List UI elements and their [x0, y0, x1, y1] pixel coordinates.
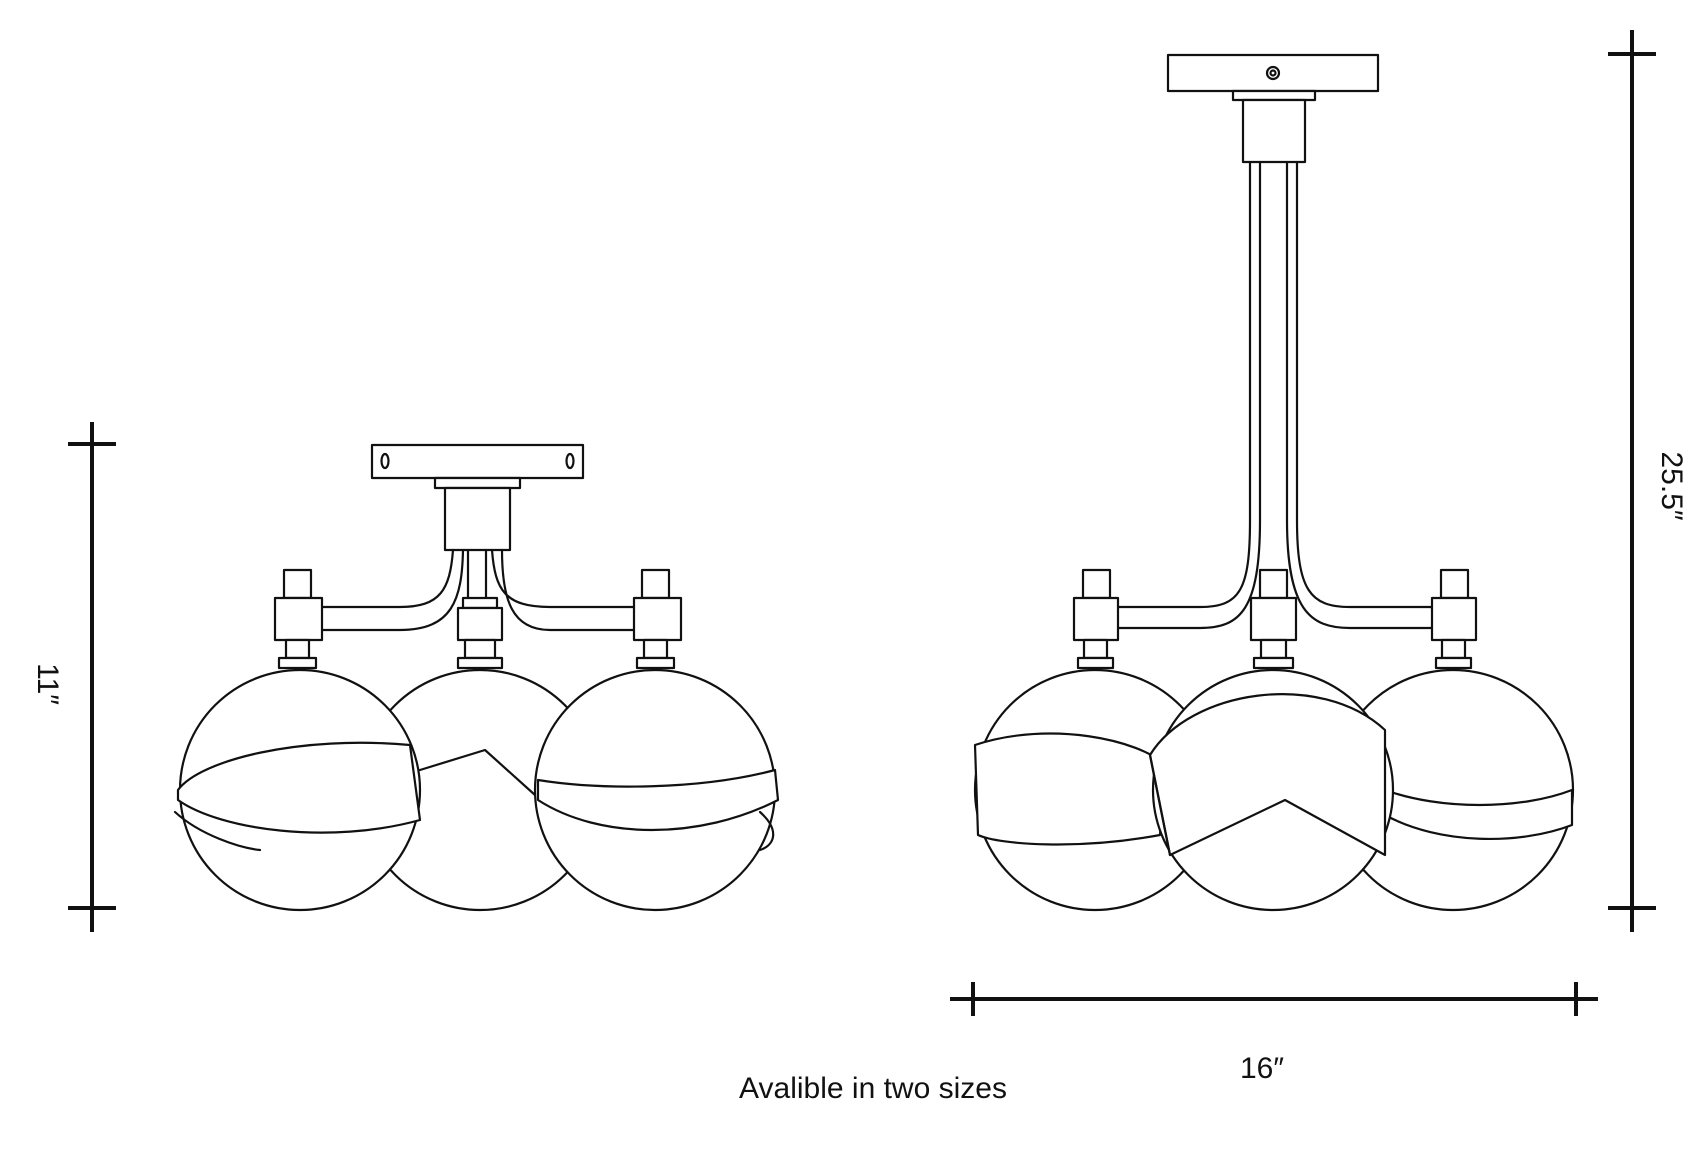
pendant-fixture: 25.5″ 16″ [950, 30, 1688, 1085]
pendant-sockets [1072, 568, 1478, 670]
semi-flush-sockets [273, 568, 683, 670]
pendant-canopy [1166, 53, 1380, 164]
caption: Avalible in two sizes [739, 1072, 1007, 1105]
pendant-width-label: 16″ [1240, 1052, 1284, 1085]
semi-flush-height-dimension [68, 422, 116, 932]
pendant-stem [1248, 160, 1299, 522]
pendant-height-dimension [1608, 30, 1656, 932]
pendant-height-label: 25.5″ [1655, 451, 1688, 520]
pendant-width-dimension [950, 982, 1598, 1016]
semi-flush-globes [173, 668, 780, 912]
semi-flush-fixture: 11″ [31, 422, 780, 932]
pendant-globes [973, 668, 1575, 912]
semi-flush-canopy [370, 443, 585, 552]
semi-flush-height-label: 11″ [31, 663, 64, 705]
